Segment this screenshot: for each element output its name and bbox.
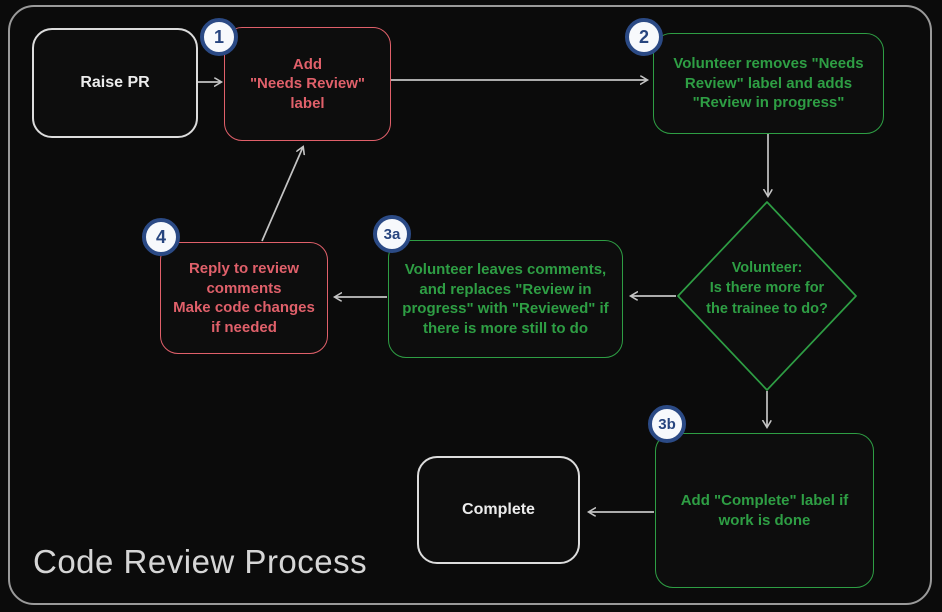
node-complete-label: Complete — [462, 500, 535, 518]
node-step2-label: Volunteer removes "Needs Review" label a… — [673, 55, 864, 112]
node-complete: Complete — [417, 456, 580, 564]
arrow-step4-to-step1 — [261, 147, 303, 242]
node-step1-label: Add "Needs Review" label — [249, 55, 366, 112]
diagram-title: Code Review Process — [33, 543, 368, 580]
step-badge-3a: 3a — [373, 215, 411, 253]
step-badge-1: 1 — [200, 18, 238, 56]
node-raise-pr: Raise PR — [32, 28, 198, 138]
node-step2: Volunteer removes "Needs Review" label a… — [653, 33, 884, 134]
node-step4: Reply to review comments Make code chang… — [160, 242, 328, 354]
step-badge-3b: 3b — [648, 405, 686, 443]
node-step3a: Volunteer leaves comments, and replaces … — [388, 240, 623, 358]
node-step3b-label: Add "Complete" label if work is done — [680, 492, 849, 529]
step-badge-4: 4 — [142, 218, 180, 256]
decision-diamond — [677, 201, 857, 391]
node-step3b: Add "Complete" label if work is done — [655, 433, 874, 588]
node-step4-label: Reply to review comments Make code chang… — [173, 260, 315, 336]
node-raise-pr-label: Raise PR — [80, 73, 150, 91]
node-step1: Add "Needs Review" label — [224, 27, 391, 141]
node-decision-label: Volunteer: Is there more for the trainee… — [706, 260, 828, 317]
step-badge-2: 2 — [625, 18, 663, 56]
node-step3a-label: Volunteer leaves comments, and replaces … — [402, 261, 609, 337]
outer-frame — [8, 5, 932, 605]
